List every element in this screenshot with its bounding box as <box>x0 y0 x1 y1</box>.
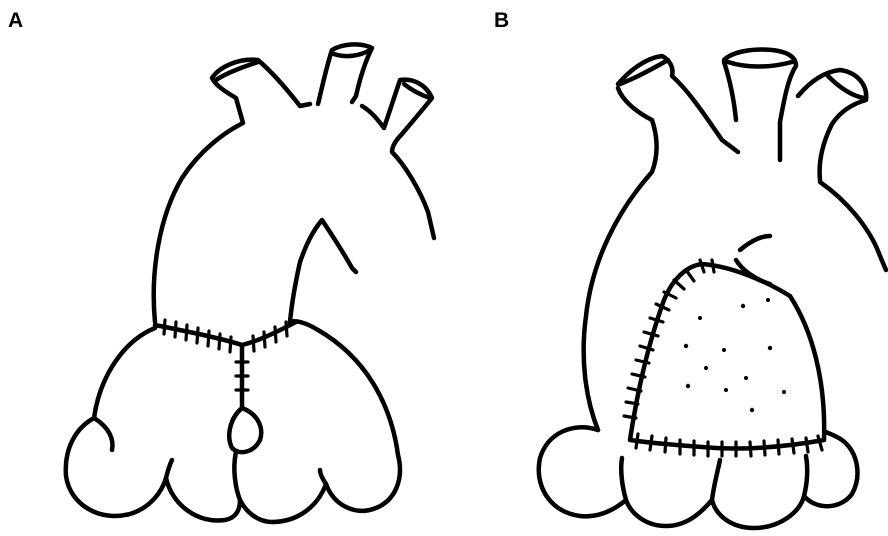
panel-b-patch-texture <box>684 298 786 412</box>
panel-b-lobe-seam-left <box>621 458 626 500</box>
panel-a-left-branch-opening <box>216 62 258 80</box>
panel-b-lobe-seam-right <box>804 456 807 496</box>
panel-a-left-seam <box>166 460 172 478</box>
panel-b-aorta-left-wall <box>584 88 657 430</box>
panel-a-right-seam <box>320 470 326 484</box>
panel-b-aorta-right-wall <box>820 182 886 270</box>
panel-b-patch-outline <box>630 264 824 449</box>
panel-a-right-branch <box>362 80 434 238</box>
panel-b-inner-curve <box>740 236 770 250</box>
panel-b-middle-branch-left <box>724 62 736 120</box>
panel-b-patch-stitches <box>624 260 822 456</box>
panel-a-middle-branch-opening <box>334 50 370 56</box>
panel-b-lobe-seam-middle <box>712 460 720 500</box>
panel-a-drawing <box>66 44 434 522</box>
panel-a-coronary-ostium <box>229 408 261 452</box>
panel-a-ostium-lower-seam <box>234 452 240 500</box>
panel-a-aorta-left-wall <box>154 60 310 322</box>
panel-a-left-sinus-curve <box>94 418 112 450</box>
panel-b-middle-branch-opening <box>728 62 792 67</box>
panel-b-drawing <box>539 49 886 528</box>
panel-a-aorta-inner-wall <box>290 220 356 322</box>
panel-b-right-branch <box>798 70 866 180</box>
panel-b-left-branch <box>618 56 738 152</box>
